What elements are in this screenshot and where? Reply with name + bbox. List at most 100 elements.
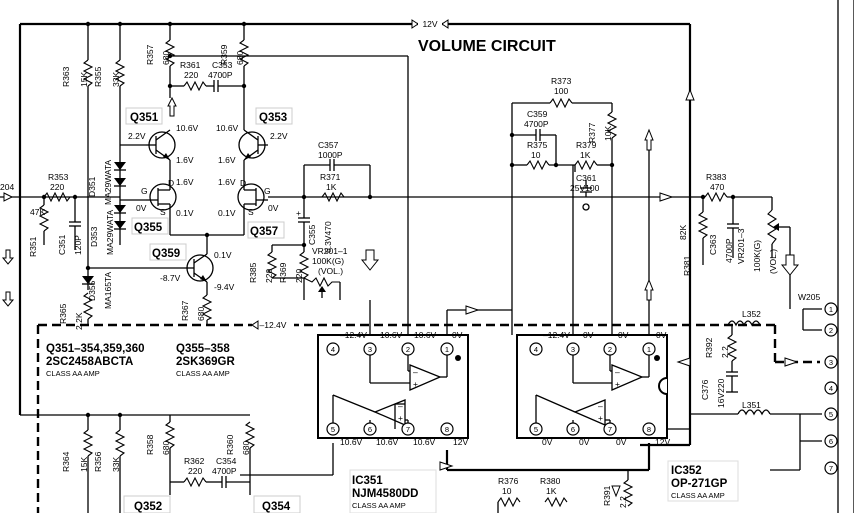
page-title: VOLUME CIRCUIT bbox=[418, 38, 556, 55]
ic351-pin-7-number: 7 bbox=[406, 425, 410, 434]
r353-val: 220 bbox=[50, 182, 64, 192]
q351-c: 10.6V bbox=[176, 123, 199, 133]
ic351-p8-v: 12V bbox=[453, 437, 468, 447]
r362-ref: R362 bbox=[184, 456, 205, 466]
r355-val: 33K bbox=[111, 72, 121, 87]
ic352-pin-1 bbox=[642, 342, 656, 356]
c357-ref: C357 bbox=[318, 140, 339, 150]
r377-val: 10K bbox=[603, 126, 613, 141]
ic352: – + – + bbox=[516, 334, 668, 439]
q351-label: Q351 bbox=[130, 112, 159, 124]
ic352-p1-v: 0V bbox=[656, 330, 667, 340]
r377-ref: R377 bbox=[587, 122, 597, 143]
tg2-class: CLASS AA AMP bbox=[176, 369, 230, 378]
svg-text:D: D bbox=[240, 178, 246, 188]
ic352-pin-5-number: 5 bbox=[534, 425, 538, 434]
r355-ref: R355 bbox=[93, 66, 103, 87]
l351-label: L351 bbox=[742, 400, 761, 410]
ic352-pin-3-number: 3 bbox=[571, 345, 575, 354]
tg2-type: 2SK369GR bbox=[176, 356, 236, 368]
load-resistors: R357 680 R359 680 R361 220 C353 4700P bbox=[145, 21, 409, 335]
r361-val: 220 bbox=[184, 70, 198, 80]
ic351-type: NJM4580DD bbox=[352, 488, 418, 500]
q353-e: 1.6V bbox=[218, 155, 236, 165]
w205-pin-1-number: 1 bbox=[829, 305, 833, 314]
q355-d: 1.6V bbox=[176, 177, 194, 187]
svg-text:D: D bbox=[168, 178, 174, 188]
ic352-p4-v: –12.4V bbox=[543, 330, 570, 340]
svg-text:S: S bbox=[160, 207, 166, 217]
svg-text:–: – bbox=[413, 367, 418, 377]
rail-neg12v: –12.4V bbox=[36, 319, 820, 513]
r367-ref: R367 bbox=[180, 300, 190, 321]
ic351-pin-2 bbox=[401, 342, 415, 356]
input-section: 204 R353 220 47K R351 C351 120P bbox=[0, 172, 120, 307]
r357-ref: R357 bbox=[145, 44, 155, 65]
feedback-network: C357 1000P R371 1K + C355 6.3V470 R385 2… bbox=[248, 140, 690, 300]
ic352-pin-8 bbox=[642, 422, 656, 436]
ic352-type: OP-271GP bbox=[671, 478, 728, 490]
ic351-pin-8-number: 8 bbox=[445, 425, 449, 434]
r381-val: 82K bbox=[678, 225, 688, 240]
w205-pin-2 bbox=[824, 323, 838, 337]
r392-ref: R392 bbox=[704, 337, 714, 358]
d353-val: MA29WATA bbox=[105, 209, 115, 255]
r358-ref: R358 bbox=[145, 434, 155, 455]
d351-ref: D351 bbox=[87, 176, 97, 197]
ic352-pin-2-number: 2 bbox=[608, 345, 612, 354]
q355-g: 0V bbox=[136, 203, 147, 213]
q353: Q353 2.2V 10.6V 1.6V bbox=[216, 107, 293, 165]
c353-ref: C353 bbox=[212, 60, 233, 70]
r365-val: 2.2K bbox=[74, 312, 84, 330]
ic351-pin-3 bbox=[363, 342, 377, 356]
w205-pin-6 bbox=[824, 434, 838, 448]
r356-ref: R356 bbox=[93, 451, 103, 472]
q351: Q351 2.2V 10.6V 1.6V bbox=[125, 96, 199, 165]
r385-val: 220 bbox=[264, 269, 274, 283]
c359-ref: C359 bbox=[527, 109, 548, 119]
tg1-type: 2SC2458ABCTA bbox=[46, 356, 133, 368]
q352-label: Q352 bbox=[134, 501, 162, 513]
r375-ref: R375 bbox=[527, 140, 548, 150]
r380-ref: R380 bbox=[540, 476, 561, 486]
w205-pin-5 bbox=[824, 407, 838, 421]
r373-val: 100 bbox=[554, 86, 568, 96]
q353-b: 2.2V bbox=[270, 131, 288, 141]
vr201-3-ref: VR201–3 bbox=[736, 228, 746, 264]
r371-ref: R371 bbox=[320, 172, 341, 182]
c355-ref: C355 bbox=[307, 224, 317, 245]
c376-val: 16V220 bbox=[716, 378, 726, 408]
r362-val: 220 bbox=[188, 466, 202, 476]
ic351-pin-2-number: 2 bbox=[406, 345, 410, 354]
c363-ref: C363 bbox=[708, 234, 718, 255]
r392-val: 2.2 bbox=[720, 346, 730, 358]
c351-ref: C351 bbox=[57, 234, 67, 255]
ic352-pin-4 bbox=[529, 342, 543, 356]
svg-text:+: + bbox=[413, 379, 418, 389]
ic351-p7-v: 10.6V bbox=[413, 437, 436, 447]
svg-text:+: + bbox=[398, 413, 403, 423]
c351-val: 120P bbox=[73, 235, 83, 255]
ic351-pin-3-number: 3 bbox=[368, 345, 372, 354]
r376-ref: R376 bbox=[498, 476, 519, 486]
ic351-pin-4-number: 4 bbox=[331, 345, 335, 354]
diodes: D351 MA29WATA D353 MA29WATA D355 MA165TA bbox=[82, 159, 126, 309]
ic351-pin-8 bbox=[440, 422, 454, 436]
ic351-p1-v: 0V bbox=[452, 330, 463, 340]
r383-ref: R383 bbox=[706, 172, 727, 182]
svg-text:+: + bbox=[296, 208, 301, 218]
svg-text:G: G bbox=[141, 186, 148, 196]
r358-val: 680 bbox=[161, 441, 171, 455]
r364-val: 15K bbox=[79, 457, 89, 472]
svg-text:S: S bbox=[248, 207, 254, 217]
r369-val: 220 bbox=[294, 269, 304, 283]
svg-text:–: – bbox=[598, 401, 603, 411]
ic351-pin-5 bbox=[326, 422, 340, 436]
r379-val: 1K bbox=[580, 150, 591, 160]
w205-pin-4-number: 4 bbox=[829, 384, 833, 393]
w205-pin-7-number: 7 bbox=[829, 464, 833, 473]
ic352-pin-6 bbox=[566, 422, 580, 436]
